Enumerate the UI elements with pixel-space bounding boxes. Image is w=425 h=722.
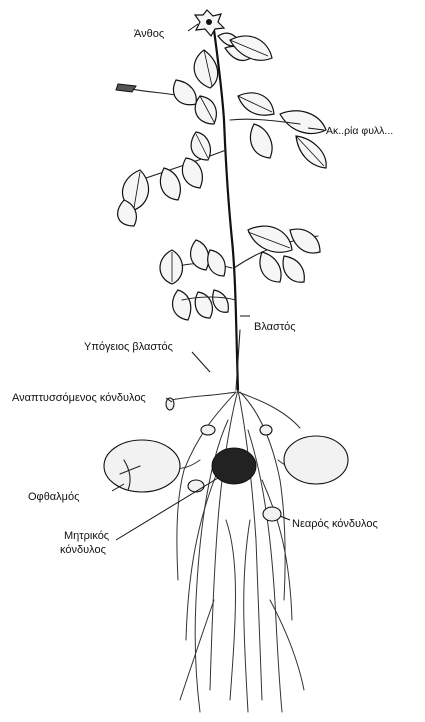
label-underground-stem: Υπόγειος βλαστός (84, 341, 173, 353)
root-system (168, 390, 308, 712)
label-flower: Άνθος (134, 28, 164, 40)
label-developing-tuber: Αναπτυσσόμενος κόνδυλος (12, 392, 146, 404)
label-young-tuber: Νεαρός κόνδυλος (292, 518, 378, 530)
label-eye: Οφθαλμός (28, 491, 79, 503)
mother-tuber (212, 448, 256, 484)
label-mother-tuber-2: κόνδυλος (60, 544, 106, 556)
left-tuber (104, 440, 180, 492)
lower-leaves (160, 226, 320, 320)
right-tuber (284, 436, 348, 484)
label-leaf-tip: Ακ..ρία φυλλ... (326, 125, 393, 137)
label-stem: Βλαστός (254, 321, 296, 333)
middle-left-leaves (118, 132, 226, 226)
main-stem (214, 30, 240, 390)
upper-leaves (116, 36, 326, 168)
tubers (104, 398, 348, 521)
label-mother-tuber-1: Μητρικός (64, 530, 109, 542)
